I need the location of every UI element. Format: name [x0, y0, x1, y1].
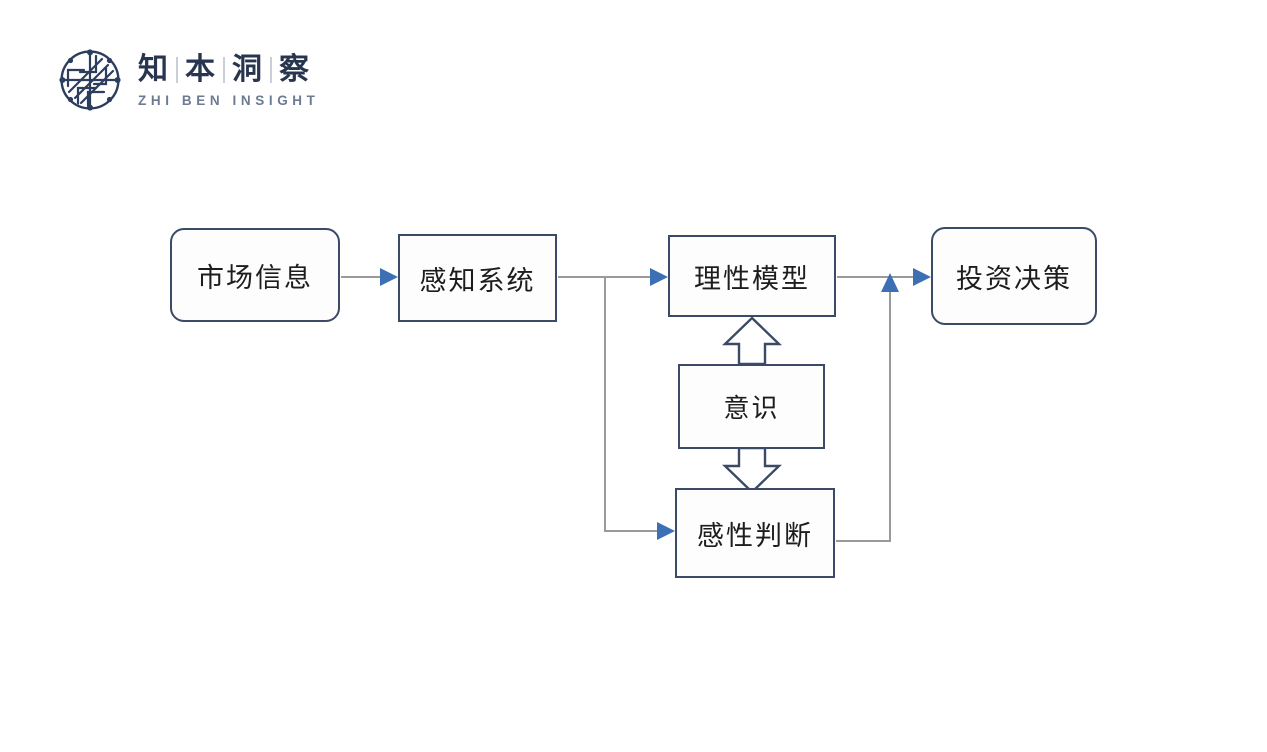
node-market-info[interactable]: 市场信息	[170, 228, 340, 322]
brand-separator-2	[223, 56, 225, 83]
brand-cn-char-3: 洞	[232, 51, 263, 87]
node-investment-decision[interactable]: 投资决策	[931, 227, 1097, 325]
brand-separator-1	[176, 56, 178, 83]
brand-text: 知 本 洞 察 ZHI BEN INSIGHT	[138, 52, 320, 108]
node-emotional-judgment[interactable]: 感性判断	[675, 488, 835, 578]
brand-logo: 知 本 洞 察 ZHI BEN INSIGHT	[56, 46, 320, 114]
block-arrow-up-icon	[722, 316, 782, 366]
brand-separator-3	[270, 56, 272, 83]
node-consciousness[interactable]: 意识	[678, 364, 825, 449]
brand-name-cn: 知 本 洞 察	[138, 51, 320, 87]
edge-percept-to-rational	[558, 268, 668, 286]
node-rational-model[interactable]: 理性模型	[668, 235, 836, 317]
node-perception-system[interactable]: 感知系统	[398, 234, 557, 322]
block-arrow-down-icon	[722, 446, 782, 494]
edge-rational-to-decision	[837, 268, 931, 286]
brand-cn-char-1: 知	[138, 51, 169, 87]
brand-cn-char-4: 察	[279, 51, 310, 87]
edge-percept-to-emotional	[604, 277, 675, 540]
brand-name-en: ZHI BEN INSIGHT	[138, 93, 320, 109]
circuit-circle-logo-icon	[59, 49, 121, 111]
edge-market-to-percept	[341, 268, 398, 286]
brand-cn-char-2: 本	[185, 51, 216, 87]
edge-emotional-to-decision-feedback	[836, 273, 899, 542]
